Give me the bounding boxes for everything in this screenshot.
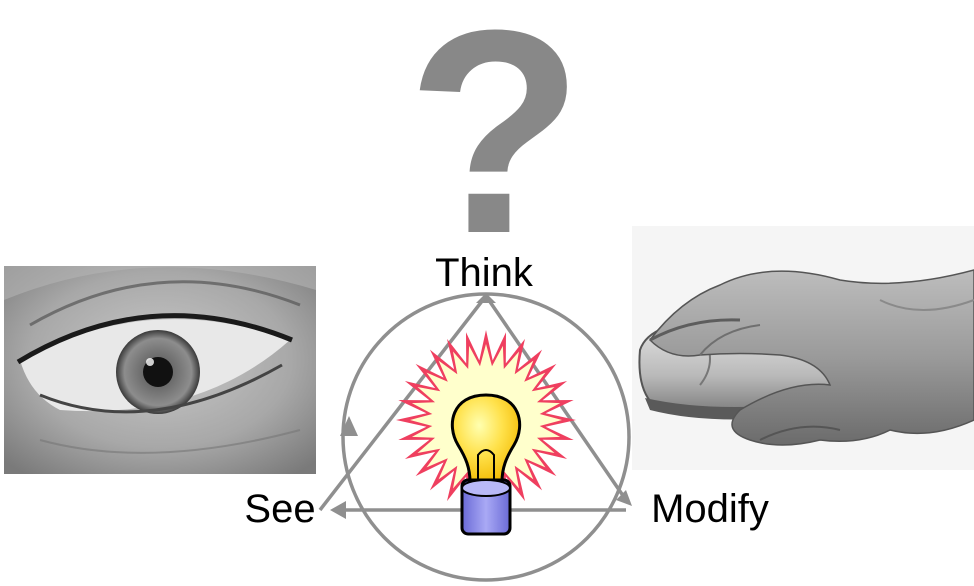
lightbulb-icon	[396, 330, 576, 534]
hand-on-mouse-photo	[632, 226, 974, 470]
eye-photo	[4, 266, 316, 474]
think-label: Think	[435, 251, 534, 295]
arrow-left-see	[330, 501, 346, 519]
question-mark: ?	[406, 0, 583, 294]
modify-label: Modify	[651, 487, 769, 531]
see-label: See	[244, 487, 315, 531]
